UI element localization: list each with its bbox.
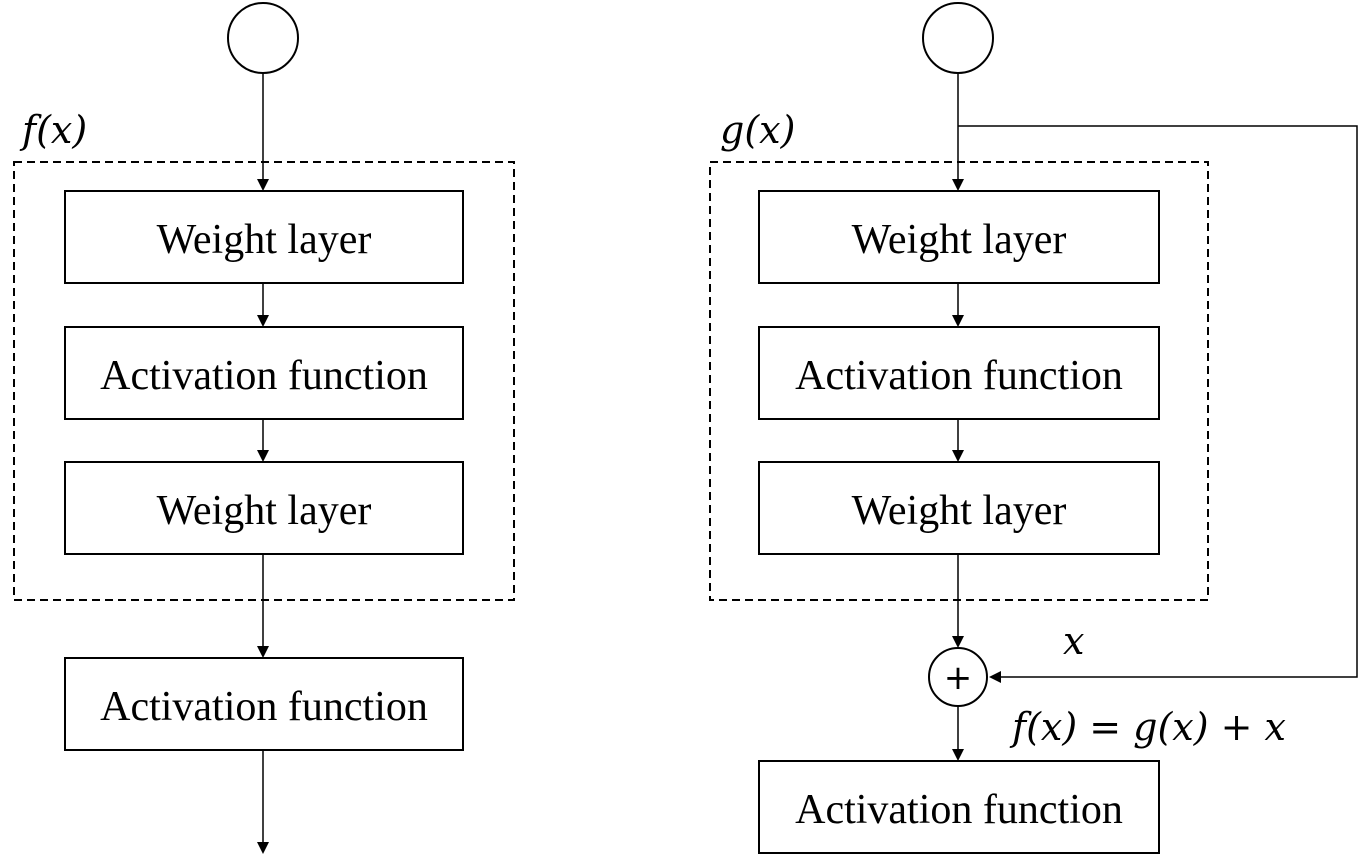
sum-symbol: + xyxy=(944,658,973,698)
left-activation-1 xyxy=(64,326,464,420)
right-arrow-4-head xyxy=(952,749,964,761)
left-input-arrowhead xyxy=(257,179,269,191)
left-activation-1-label: Activation function xyxy=(100,353,428,399)
right-output-activation xyxy=(758,760,1160,854)
right-input-arrowhead xyxy=(952,179,964,191)
left-weight-layer-2-label: Weight layer xyxy=(157,488,372,534)
skip-connection-line xyxy=(958,125,1358,678)
right-activation-1-label: Activation function xyxy=(795,353,1123,399)
left-function-boundary xyxy=(13,161,515,601)
residual-block: g(x) x Weight layer Activation function … xyxy=(709,2,1358,854)
left-input-node xyxy=(227,2,299,74)
plain-block-diagram: f(x) Weight layer Activation function We… xyxy=(13,2,515,854)
right-output-activation-label: Activation function xyxy=(795,787,1123,833)
right-weight-layer-1-label: Weight layer xyxy=(852,217,1067,263)
right-arrow-3-head xyxy=(952,636,964,648)
right-input-node xyxy=(922,2,994,74)
left-output-activation-label: Activation function xyxy=(100,684,428,730)
right-weight-layer-2-label: Weight layer xyxy=(852,488,1067,534)
left-weight-layer-2 xyxy=(64,461,464,555)
left-arrow-2-head xyxy=(257,450,269,462)
residual-equation: f(x) = g(x) + x xyxy=(1009,705,1286,749)
left-arrow-1-head xyxy=(257,315,269,327)
left-output-arrowhead xyxy=(257,842,269,854)
right-weight-layer-1 xyxy=(758,190,1160,284)
right-arrow-2-head xyxy=(952,450,964,462)
left-function-label: f(x) xyxy=(19,108,87,152)
right-function-boundary xyxy=(709,161,1209,601)
right-activation-1 xyxy=(758,326,1160,420)
skip-connection-arrowhead xyxy=(989,671,1001,683)
right-arrow-1-head xyxy=(952,315,964,327)
left-arrow-3-head xyxy=(257,646,269,658)
right-function-label: g(x) xyxy=(720,108,795,152)
left-output-activation xyxy=(64,657,464,751)
left-weight-layer-1-label: Weight layer xyxy=(157,217,372,263)
right-weight-layer-2 xyxy=(758,461,1160,555)
left-weight-layer-1 xyxy=(64,190,464,284)
skip-connection-label: x xyxy=(1063,619,1084,663)
